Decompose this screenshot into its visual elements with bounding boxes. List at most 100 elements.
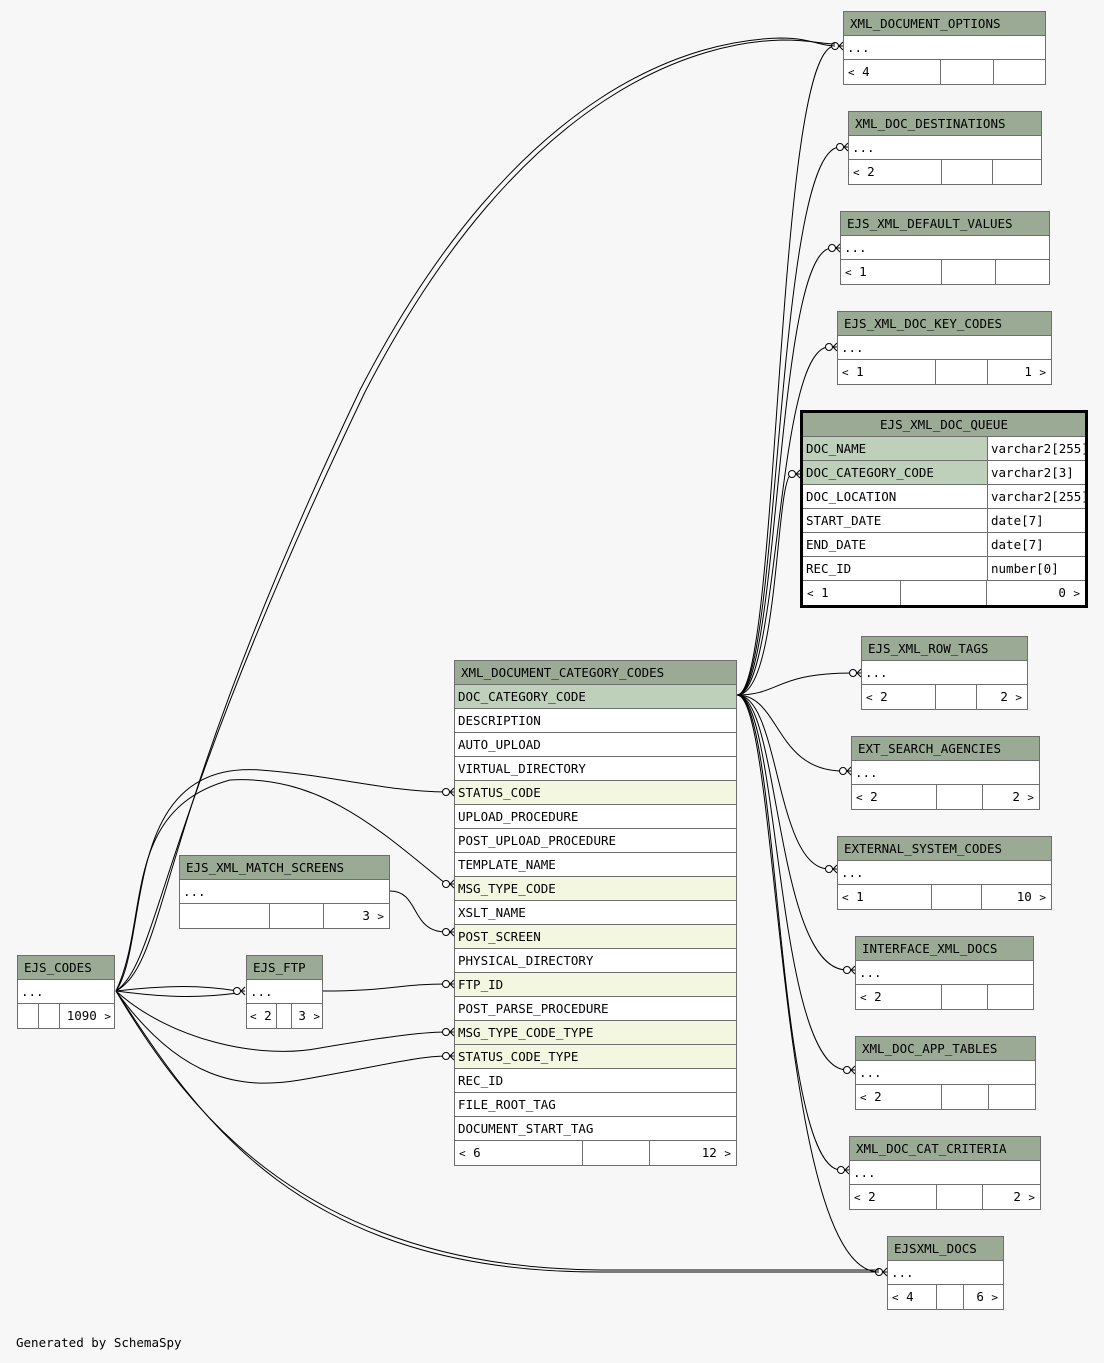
edge-default-values-end bbox=[828, 243, 841, 253]
table-title: EJS_XML_ROW_TAGS bbox=[862, 637, 1027, 661]
table-interface-xml-docs[interactable]: INTERFACE_XML_DOCS ... < 2 bbox=[855, 936, 1034, 1010]
collapsed-columns: ... bbox=[841, 236, 1049, 260]
column-row: VIRTUAL_DIRECTORY bbox=[455, 757, 736, 781]
table-external-system-codes[interactable]: EXTERNAL_SYSTEM_CODES ... < 1 10 > bbox=[837, 836, 1052, 910]
table-title: EJS_FTP bbox=[247, 956, 322, 980]
children-count bbox=[993, 160, 1041, 184]
collapsed-columns: ... bbox=[888, 1261, 1003, 1285]
table-footer: < 1 0 > bbox=[803, 581, 1085, 605]
children-count: 1 > bbox=[1024, 364, 1046, 379]
parents-count: < 2 bbox=[852, 785, 937, 809]
column-row: DESCRIPTION bbox=[455, 709, 736, 733]
table-ejs-codes[interactable]: EJS_CODES ... 1090 > bbox=[17, 955, 115, 1029]
edge-end-2 bbox=[442, 927, 455, 937]
table-footer: < 4 bbox=[844, 60, 1045, 84]
rows-count bbox=[942, 260, 996, 284]
table-title: XML_DOCUMENT_CATEGORY_CODES bbox=[455, 661, 736, 685]
table-ejs-xml-row-tags[interactable]: EJS_XML_ROW_TAGS ... < 2 2 > bbox=[861, 636, 1028, 710]
collapsed-columns: ... bbox=[180, 880, 389, 904]
rows-count bbox=[942, 1085, 989, 1109]
collapsed-columns: ... bbox=[862, 661, 1027, 685]
rows-count bbox=[937, 1285, 964, 1309]
children-count: 0 > bbox=[1058, 585, 1080, 600]
edge-doc-queue bbox=[736, 473, 793, 696]
column-row: POST_UPLOAD_PROCEDURE bbox=[455, 829, 736, 853]
rows-count bbox=[937, 1185, 983, 1209]
table-xml-doc-app-tables[interactable]: XML_DOC_APP_TABLES ... < 2 bbox=[855, 1036, 1036, 1110]
table-title: XML_DOC_CAT_CRITERIA bbox=[850, 1137, 1040, 1161]
rows-count bbox=[277, 1004, 292, 1028]
table-xml-doc-destinations[interactable]: XML_DOC_DESTINATIONS ... < 2 bbox=[848, 111, 1042, 185]
column-row: XSLT_NAME bbox=[455, 901, 736, 925]
table-ejs-ftp[interactable]: EJS_FTP ... < 2 3 > bbox=[246, 955, 323, 1029]
edge-doc-destinations-end bbox=[836, 142, 849, 152]
collapsed-columns: ... bbox=[856, 961, 1033, 985]
edge-cat-criteria bbox=[736, 694, 842, 1171]
children-count bbox=[989, 1085, 1035, 1109]
edge-ftp-ftpid bbox=[322, 983, 447, 992]
children-count: 10 > bbox=[1016, 889, 1046, 904]
edge-match-postscreen bbox=[389, 890, 447, 933]
edge-end-1 bbox=[442, 879, 455, 889]
children-count bbox=[996, 260, 1049, 284]
children-count: 1090 > bbox=[66, 1008, 111, 1023]
table-ejs-xml-match-screens[interactable]: EJS_XML_MATCH_SCREENS ... 3 > bbox=[179, 855, 390, 929]
table-ejsxml-docs[interactable]: EJSXML_DOCS ... < 4 6 > bbox=[887, 1236, 1004, 1310]
parents-count: < 1 bbox=[838, 360, 936, 384]
edge-cat-criteria-end bbox=[837, 1165, 850, 1175]
rows-count bbox=[270, 904, 324, 928]
parents-count: < 6 bbox=[455, 1141, 583, 1165]
edge-codes-ftp-end bbox=[233, 986, 246, 996]
table-ext-search-agencies[interactable]: EXT_SEARCH_AGENCIES ... < 2 2 > bbox=[851, 736, 1040, 810]
edge-app-tables-end bbox=[843, 1065, 856, 1075]
table-footer: < 2 bbox=[856, 985, 1033, 1009]
table-footer: < 1 1 > bbox=[838, 360, 1051, 384]
edge-doc-queue-end bbox=[788, 469, 801, 479]
table-title: EXT_SEARCH_AGENCIES bbox=[852, 737, 1039, 761]
column-row: FTP_ID bbox=[455, 973, 736, 997]
children-count: 6 > bbox=[976, 1289, 998, 1304]
column-row: STATUS_CODE_TYPE bbox=[455, 1045, 736, 1069]
edge-codes-ftp-2 bbox=[115, 990, 239, 998]
table-title: EJS_XML_MATCH_SCREENS bbox=[180, 856, 389, 880]
table-xml-document-options[interactable]: XML_DOCUMENT_OPTIONS ... < 4 bbox=[843, 11, 1046, 85]
column-row: TEMPLATE_NAME bbox=[455, 853, 736, 877]
parents-count: < 4 bbox=[888, 1285, 937, 1309]
parents-count: < 2 bbox=[856, 1085, 942, 1109]
column-row: STATUS_CODE bbox=[455, 781, 736, 805]
table-footer: < 2 bbox=[849, 160, 1041, 184]
table-footer: < 4 6 > bbox=[888, 1285, 1003, 1309]
edge-search-agencies bbox=[736, 694, 844, 772]
table-footer: 1090 > bbox=[18, 1004, 114, 1028]
table-footer: < 2 2 > bbox=[862, 685, 1027, 709]
table-xml-doc-cat-criteria[interactable]: XML_DOC_CAT_CRITERIA ... < 2 2 > bbox=[849, 1136, 1041, 1210]
children-count: 2 > bbox=[1012, 789, 1034, 804]
collapsed-columns: ... bbox=[838, 336, 1051, 360]
table-footer: < 2 2 > bbox=[850, 1185, 1040, 1209]
parents-count: < 2 bbox=[849, 160, 942, 184]
children-count: 3 > bbox=[362, 908, 384, 923]
table-ejs-xml-doc-key-codes[interactable]: EJS_XML_DOC_KEY_CODES ... < 1 1 > bbox=[837, 311, 1052, 385]
column-row: UPLOAD_PROCEDURE bbox=[455, 805, 736, 829]
rows-count bbox=[942, 160, 993, 184]
table-xml-document-category-codes[interactable]: XML_DOCUMENT_CATEGORY_CODES DOC_CATEGORY… bbox=[454, 660, 737, 1166]
column-row: POST_SCREEN bbox=[455, 925, 736, 949]
collapsed-columns: ... bbox=[844, 36, 1045, 60]
edge-end-3 bbox=[442, 979, 455, 989]
parents-count: < 1 bbox=[838, 885, 932, 909]
edge-end-0 bbox=[442, 787, 455, 797]
edge-system-codes bbox=[736, 694, 830, 870]
parents-count: < 4 bbox=[844, 60, 941, 84]
parents-count bbox=[180, 904, 270, 928]
table-footer: < 6 12 > bbox=[455, 1141, 736, 1165]
table-ejs-xml-default-values[interactable]: EJS_XML_DEFAULT_VALUES ... < 1 bbox=[840, 211, 1050, 285]
column-row: MSG_TYPE_CODE_TYPE bbox=[455, 1021, 736, 1045]
table-footer: < 2 3 > bbox=[247, 1004, 322, 1028]
edge-ejsxml-docs-end bbox=[875, 1267, 888, 1277]
